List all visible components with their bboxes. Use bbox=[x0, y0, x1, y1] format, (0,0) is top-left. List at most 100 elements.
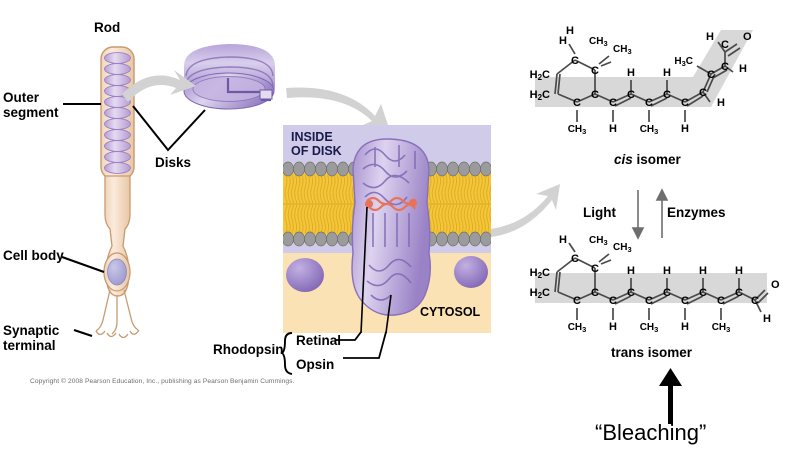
g-protein-blob-right bbox=[454, 256, 488, 288]
svg-text:C: C bbox=[717, 295, 725, 307]
label-outer-segment: Outer segment bbox=[3, 90, 59, 121]
bleaching-arrow bbox=[659, 368, 682, 424]
svg-text:CH3: CH3 bbox=[613, 242, 632, 254]
brace-icon bbox=[280, 332, 293, 375]
synaptic-terminal-shape bbox=[95, 289, 140, 339]
arrow-rod-to-disk bbox=[122, 70, 196, 102]
svg-text:C: C bbox=[681, 295, 689, 307]
svg-text:C: C bbox=[609, 97, 617, 109]
svg-text:C: C bbox=[681, 97, 689, 109]
svg-text:C: C bbox=[645, 295, 653, 307]
trans-isomer-structure: H2C H2C C C C C H CH3 CH3 CH3 C C H H C … bbox=[525, 234, 797, 350]
label-rod: Rod bbox=[94, 20, 121, 35]
leader-lines bbox=[61, 103, 206, 337]
svg-text:C: C bbox=[707, 69, 715, 81]
label-opsin: Opsin bbox=[296, 357, 335, 372]
cis-shade-band bbox=[535, 30, 753, 107]
panel-leader-lines bbox=[360, 206, 392, 333]
svg-text:H: H bbox=[663, 67, 671, 79]
isolated-disk-svg bbox=[183, 44, 275, 110]
rhodopsin-protein bbox=[351, 138, 432, 316]
svg-text:H: H bbox=[699, 265, 707, 277]
svg-text:O: O bbox=[743, 31, 752, 43]
cis-isomer-svg: H2C H2C C C C C H H CH3 CH3 CH3 C C H H … bbox=[530, 25, 753, 136]
label-synaptic-terminal: Synaptic terminal bbox=[3, 323, 60, 354]
cell-body-shape bbox=[103, 175, 131, 297]
rhodopsin-leader-lines bbox=[336, 331, 387, 359]
light-enzymes-arrows bbox=[631, 188, 669, 240]
svg-text:CH3: CH3 bbox=[640, 322, 659, 334]
svg-text:H: H bbox=[706, 31, 714, 43]
cis-bonds bbox=[554, 41, 741, 122]
svg-text:H: H bbox=[681, 321, 689, 333]
svg-text:C: C bbox=[591, 89, 599, 101]
svg-text:CH3: CH3 bbox=[613, 44, 632, 56]
svg-text:H: H bbox=[609, 123, 617, 135]
svg-text:H2C: H2C bbox=[530, 89, 550, 102]
svg-text:H: H bbox=[735, 265, 743, 277]
trans-atom-labels: H2C H2C C C C C H CH3 CH3 CH3 C C H H C … bbox=[530, 234, 780, 334]
trans-isomer-svg: H2C H2C C C C C H CH3 CH3 CH3 C C H H C … bbox=[530, 234, 780, 334]
svg-text:H: H bbox=[739, 63, 747, 75]
svg-text:C: C bbox=[645, 97, 653, 109]
label-enzymes: Enzymes bbox=[667, 205, 726, 220]
svg-text:H: H bbox=[717, 97, 725, 109]
svg-text:C: C bbox=[571, 55, 579, 67]
label-cell-body: Cell body bbox=[3, 248, 64, 263]
label-cytosol: CYTOSOL bbox=[420, 305, 481, 319]
svg-text:C: C bbox=[573, 97, 581, 109]
svg-text:C: C bbox=[627, 89, 635, 101]
cis-atom-labels: H2C H2C C C C C H H CH3 CH3 CH3 C C H H … bbox=[530, 25, 752, 136]
svg-text:H: H bbox=[609, 321, 617, 333]
svg-text:H2C: H2C bbox=[530, 267, 550, 280]
nucleus-shape bbox=[107, 258, 127, 286]
svg-text:C: C bbox=[627, 287, 635, 299]
svg-text:CH3: CH3 bbox=[589, 235, 608, 247]
label-rhodopsin: Rhodopsin bbox=[213, 342, 284, 357]
g-protein-blob-left bbox=[286, 258, 324, 292]
rod-cell-svg bbox=[61, 46, 206, 339]
label-trans-isomer: trans isomer bbox=[611, 345, 693, 360]
svg-text:CH3: CH3 bbox=[589, 36, 608, 48]
isolated-disk-illustration bbox=[176, 28, 291, 128]
svg-text:H: H bbox=[559, 234, 567, 246]
cis-isomer-structure: H2C H2C C C C C H H CH3 CH3 CH3 C C H H … bbox=[525, 22, 797, 152]
label-cis-italic: cis bbox=[614, 152, 633, 167]
label-bleaching: “Bleaching” bbox=[595, 420, 707, 445]
svg-text:C: C bbox=[663, 287, 671, 299]
svg-text:C: C bbox=[699, 287, 707, 299]
svg-text:C: C bbox=[573, 295, 581, 307]
label-isomer-rest: isomer bbox=[632, 152, 681, 167]
svg-text:H2C: H2C bbox=[530, 287, 550, 300]
svg-text:C: C bbox=[591, 287, 599, 299]
svg-text:H: H bbox=[559, 35, 567, 47]
arrow-disk-to-membrane bbox=[286, 87, 389, 128]
svg-text:C: C bbox=[721, 61, 729, 73]
svg-text:H: H bbox=[627, 67, 635, 79]
svg-text:CH3: CH3 bbox=[568, 322, 587, 334]
label-cis-isomer: cis isomer bbox=[614, 152, 681, 167]
label-retinal: Retinal bbox=[296, 333, 342, 348]
svg-text:C: C bbox=[663, 89, 671, 101]
svg-text:CH3: CH3 bbox=[712, 322, 731, 334]
disk-stack-shape bbox=[104, 52, 131, 174]
disk-membrane-panel bbox=[283, 125, 491, 333]
svg-text:H: H bbox=[663, 265, 671, 277]
label-disks: Disks bbox=[155, 155, 192, 170]
svg-text:CH3: CH3 bbox=[568, 124, 587, 136]
trans-bonds bbox=[554, 242, 769, 320]
label-light: Light bbox=[583, 205, 616, 220]
svg-text:C: C bbox=[591, 263, 599, 275]
disk-stack-3d bbox=[183, 44, 275, 110]
copyright-notice: Copyright © 2008 Pearson Education, Inc.… bbox=[30, 378, 295, 385]
svg-text:C: C bbox=[735, 287, 743, 299]
svg-text:C: C bbox=[571, 253, 579, 265]
svg-text:H: H bbox=[627, 265, 635, 277]
rod-cell-illustration bbox=[0, 0, 280, 400]
svg-text:C: C bbox=[699, 87, 707, 99]
svg-text:C: C bbox=[721, 39, 729, 51]
svg-text:H: H bbox=[763, 313, 771, 325]
membrane-svg bbox=[283, 125, 491, 333]
svg-text:H3C: H3C bbox=[674, 56, 693, 68]
